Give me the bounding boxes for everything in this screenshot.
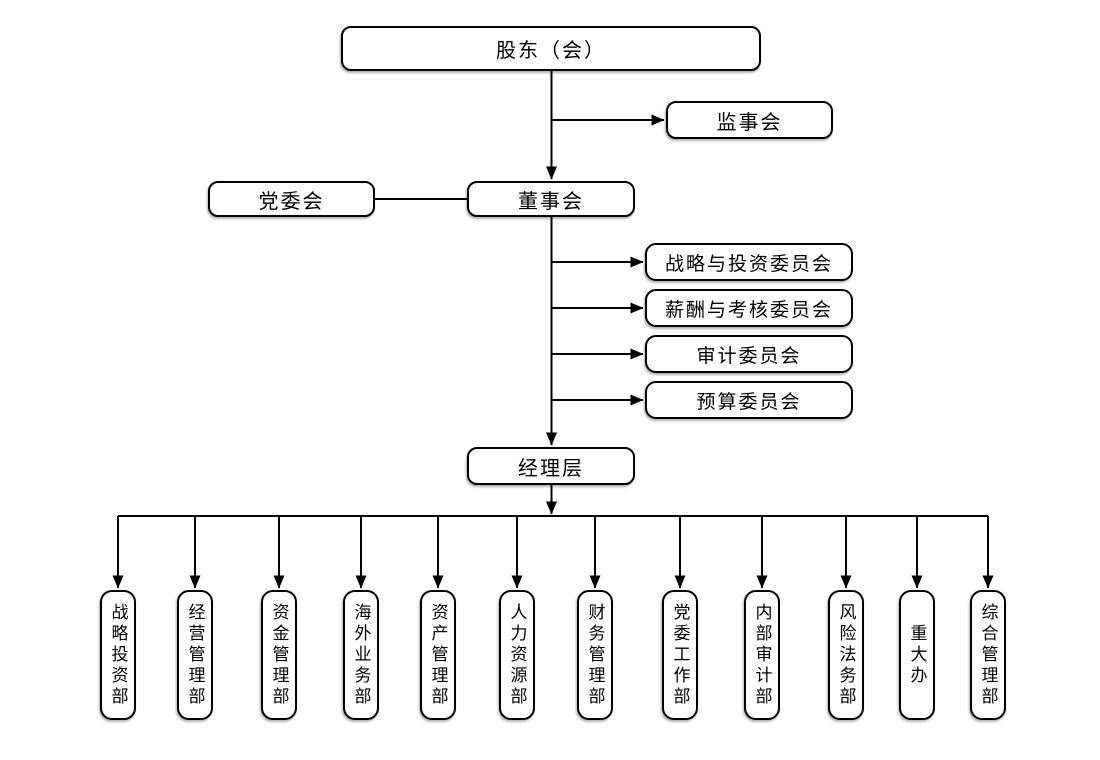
node-department: 战略投资部 bbox=[100, 590, 136, 720]
node-committee: 战略与投资委员会 bbox=[645, 243, 853, 281]
department-label: 综合管理部 bbox=[978, 602, 998, 708]
node-committee: 审计委员会 bbox=[645, 335, 853, 373]
node-department: 重大办 bbox=[899, 590, 935, 720]
department-label: 海外业务部 bbox=[351, 602, 371, 708]
node-supervisory-board: 监事会 bbox=[666, 101, 833, 139]
node-committee: 薪酬与考核委员会 bbox=[645, 289, 853, 327]
node-management-layer: 经理层 bbox=[467, 447, 635, 485]
department-label: 重大办 bbox=[907, 623, 927, 687]
department-label: 财务管理部 bbox=[585, 602, 605, 708]
node-department: 党委工作部 bbox=[662, 590, 698, 720]
node-department: 资金管理部 bbox=[261, 590, 297, 720]
node-committee: 预算委员会 bbox=[645, 381, 853, 419]
department-label: 战略投资部 bbox=[108, 602, 128, 708]
node-department: 内部审计部 bbox=[744, 590, 780, 720]
node-department: 人力资源部 bbox=[499, 590, 535, 720]
node-department: 财务管理部 bbox=[577, 590, 613, 720]
department-label: 经营管理部 bbox=[185, 602, 205, 708]
department-label: 风险法务部 bbox=[836, 602, 856, 708]
node-board-of-directors: 董事会 bbox=[467, 181, 635, 217]
department-label: 资产管理部 bbox=[428, 602, 448, 708]
node-shareholders: 股东（会） bbox=[341, 26, 761, 71]
department-label: 人力资源部 bbox=[507, 602, 527, 708]
node-department: 经营管理部 bbox=[177, 590, 213, 720]
node-department: 资产管理部 bbox=[420, 590, 456, 720]
node-department: 综合管理部 bbox=[970, 590, 1006, 720]
node-department: 海外业务部 bbox=[343, 590, 379, 720]
department-label: 内部审计部 bbox=[752, 602, 772, 708]
department-label: 党委工作部 bbox=[670, 602, 690, 708]
node-department: 风险法务部 bbox=[828, 590, 864, 720]
node-party-committee: 党委会 bbox=[208, 181, 375, 217]
department-label: 资金管理部 bbox=[269, 602, 289, 708]
